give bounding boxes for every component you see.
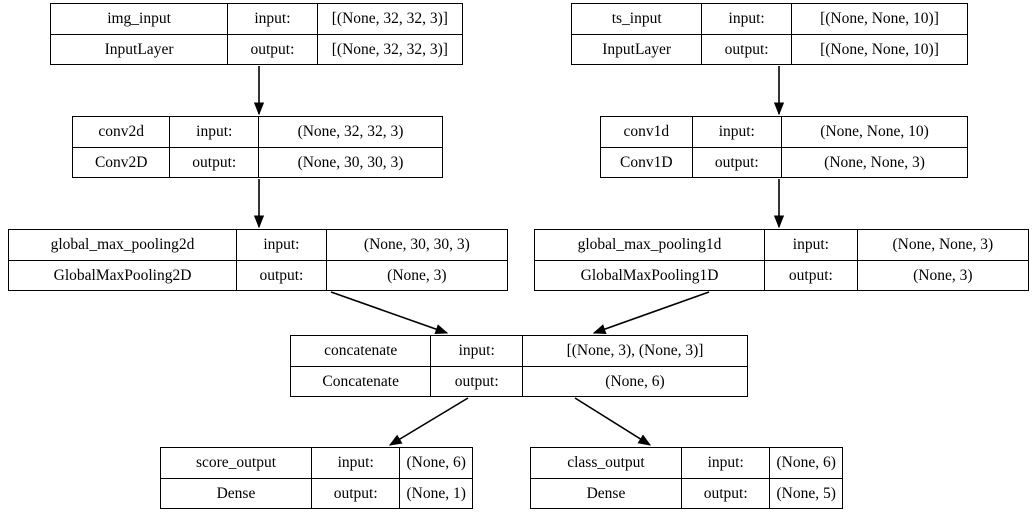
output-shape: (None, 1) [406,484,466,502]
input-label: input: [237,230,327,260]
layer-name: img_input [51,4,229,34]
input-label: input: [170,117,260,147]
input-label: input: [431,336,524,366]
output-shape: (None, 3) [913,266,973,284]
layer-class: Dense [161,478,312,508]
layer-class: Dense [531,478,682,508]
output-shape: (None, 6) [605,372,665,390]
input-label: input: [693,117,783,147]
input-shape: [(None, 3), (None, 3)] [566,342,704,359]
output-shape: (None, 30, 30, 3) [297,153,404,171]
input-label: input: [312,448,401,478]
layer-class: InputLayer [572,34,703,64]
input-shape: (None, 6) [406,454,466,471]
output-shape: [(None, None, 10)] [820,40,939,58]
input-shape: (None, 30, 30, 3) [363,236,470,253]
output-label: output: [228,34,318,64]
layer-name: conv1d [601,117,693,147]
layer-name: score_output [161,448,312,478]
input-shape: (None, 32, 32, 3) [297,123,404,140]
layer-class: Conv2D [73,147,171,177]
layer-class: Concatenate [291,366,432,396]
output-shape: [(None, 32, 32, 3)] [331,40,448,58]
input-shape: [(None, 32, 32, 3)] [331,10,448,27]
edge-concatenate-to-class_output [574,397,652,446]
input-shape: [(None, None, 10)] [820,10,939,27]
output-label: output: [765,260,858,290]
input-label: input: [765,230,858,260]
output-label: output: [702,34,792,64]
layer-name: ts_input [572,4,703,34]
output-label: output: [237,260,327,290]
output-label: output: [312,478,401,508]
edge-concatenate-to-score_output [388,397,469,446]
layer-class: Conv1D [601,147,693,177]
layer-name: conv2d [73,117,171,147]
input-label: input: [682,448,771,478]
input-shape: (None, None, 10) [820,123,929,140]
output-label: output: [682,478,771,508]
layer-name: global_max_pooling2d [9,230,238,260]
edge-global_max_pooling2d-to-concatenate [330,291,449,334]
edge-global_max_pooling1d-to-concatenate [592,291,710,334]
input-label: input: [228,4,318,34]
output-label: output: [170,147,260,177]
layer-name: global_max_pooling1d [535,230,766,260]
layer-name: concatenate [291,336,432,366]
output-shape: (None, None, 3) [824,153,925,171]
output-shape: (None, 5) [776,484,836,502]
layer-class: InputLayer [51,34,229,64]
input-shape: (None, None, 3) [892,236,994,253]
input-label: input: [702,4,792,34]
layer-name: class_output [531,448,682,478]
input-shape: (None, 6) [776,454,836,471]
layer-class: GlobalMaxPooling2D [9,260,238,290]
layer-class: GlobalMaxPooling1D [535,260,766,290]
output-shape: (None, 3) [387,266,447,284]
output-label: output: [693,147,783,177]
output-label: output: [431,366,524,396]
